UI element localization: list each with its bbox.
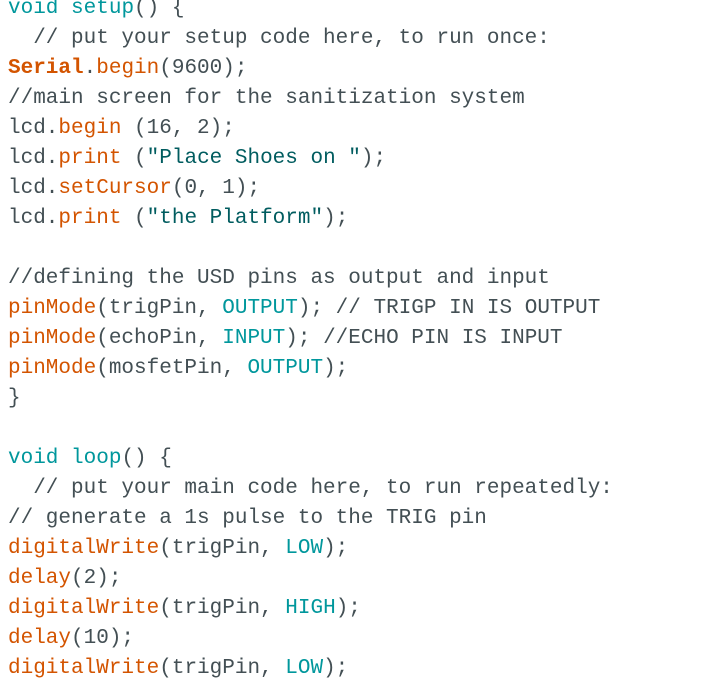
code-token-cmt: // put your main code here, to run repea… xyxy=(8,477,613,500)
code-token-cmt: //defining the USD pins as output and in… xyxy=(8,267,550,290)
code-token-txt: ( xyxy=(121,147,147,170)
code-line: digitalWrite(trigPin, HIGH); xyxy=(8,594,613,624)
code-text-area[interactable]: void setup() { // put your setup code he… xyxy=(8,0,613,682)
code-token-fn: begin xyxy=(96,57,160,80)
code-token-fn: delay xyxy=(8,567,72,590)
code-token-const: HIGH xyxy=(285,597,336,620)
code-token-fn: pinMode xyxy=(8,297,97,320)
code-token-txt: (0, 1); xyxy=(171,177,261,200)
code-token-cls: Serial xyxy=(8,57,84,80)
code-token-kw: void xyxy=(8,447,59,470)
code-token-kw: void xyxy=(8,0,59,20)
code-token-txt: ); // TRIGP IN IS OUTPUT xyxy=(297,297,601,320)
code-line: pinMode(trigPin, OUTPUT); // TRIGP IN IS… xyxy=(8,294,613,324)
code-line: digitalWrite(trigPin, LOW); xyxy=(8,654,613,682)
code-token-const: OUTPUT xyxy=(247,357,324,380)
code-line: lcd.print ("the Platform"); xyxy=(8,204,613,234)
code-token-str: "Place Shoes on " xyxy=(146,147,361,170)
code-line: // put your setup code here, to run once… xyxy=(8,24,613,54)
code-token-txt: (mosfetPin, xyxy=(96,357,248,380)
code-token-const: OUTPUT xyxy=(222,297,298,320)
code-line: Serial.begin(9600); xyxy=(8,54,613,84)
code-token-txt: } xyxy=(8,387,21,410)
code-token-txt: (16, 2); xyxy=(121,117,235,140)
code-line: // generate a 1s pulse to the TRIG pin xyxy=(8,504,613,534)
code-token-txt xyxy=(58,0,71,20)
code-token-txt: (echoPin, xyxy=(96,327,223,350)
code-token-txt: . xyxy=(83,57,97,80)
code-line: digitalWrite(trigPin, LOW); xyxy=(8,534,613,564)
code-token-txt: ); xyxy=(360,147,387,170)
code-token-txt: ( xyxy=(121,207,147,230)
code-token-txt: ); xyxy=(323,207,349,230)
code-line: lcd.print ("Place Shoes on "); xyxy=(8,144,613,174)
code-token-cmt: // put your setup code here, to run once… xyxy=(8,27,550,50)
code-token-txt: () { xyxy=(121,447,172,470)
code-token-fn: print xyxy=(58,207,122,230)
code-token-txt: ); xyxy=(323,357,349,380)
code-line: void setup() { xyxy=(8,0,613,24)
code-token-cmt: //main screen for the sanitization syste… xyxy=(8,87,525,110)
code-token-const: LOW xyxy=(285,657,324,680)
code-token-txt: (trigPin, xyxy=(159,657,286,680)
code-token-txt: (9600); xyxy=(159,57,248,80)
code-token-txt: ); xyxy=(323,537,349,560)
code-token-txt: (trigPin, xyxy=(96,297,223,320)
code-token-txt: lcd. xyxy=(8,117,59,140)
code-token-txt xyxy=(58,447,71,470)
code-token-fn: pinMode xyxy=(8,327,97,350)
code-token-cmt: // generate a 1s pulse to the TRIG pin xyxy=(8,507,487,530)
code-token-txt: lcd. xyxy=(8,147,59,170)
code-line: lcd.setCursor(0, 1); xyxy=(8,174,613,204)
code-line: void loop() { xyxy=(8,444,613,474)
code-token-txt: ); xyxy=(335,597,361,620)
code-token-txt: lcd. xyxy=(8,207,59,230)
code-token-fn: setCursor xyxy=(58,177,172,200)
code-token-txt: (trigPin, xyxy=(159,537,286,560)
code-line: // put your main code here, to run repea… xyxy=(8,474,613,504)
code-token-fn: begin xyxy=(58,117,122,140)
code-token-txt: (trigPin, xyxy=(159,597,286,620)
code-token-const: LOW xyxy=(285,537,324,560)
code-line xyxy=(8,414,613,444)
code-token-fn: digitalWrite xyxy=(8,537,160,560)
code-token-kw: loop xyxy=(71,447,122,470)
code-token-txt: ); //ECHO PIN IS INPUT xyxy=(285,327,563,350)
code-line: } xyxy=(8,384,613,414)
code-token-txt: (10); xyxy=(71,627,135,650)
code-line: delay(10); xyxy=(8,624,613,654)
code-line xyxy=(8,234,613,264)
code-line: //defining the USD pins as output and in… xyxy=(8,264,613,294)
code-token-const: INPUT xyxy=(222,327,286,350)
code-token-txt: ); xyxy=(323,657,349,680)
code-token-fn: digitalWrite xyxy=(8,657,160,680)
code-token-str: "the Platform" xyxy=(146,207,324,230)
code-token-txt: lcd. xyxy=(8,177,59,200)
code-token-fn: delay xyxy=(8,627,72,650)
code-token-kw: setup xyxy=(71,0,135,20)
code-token-txt: () { xyxy=(134,0,185,20)
code-line: //main screen for the sanitization syste… xyxy=(8,84,613,114)
code-token-fn: pinMode xyxy=(8,357,97,380)
code-line: lcd.begin (16, 2); xyxy=(8,114,613,144)
code-line: pinMode(echoPin, INPUT); //ECHO PIN IS I… xyxy=(8,324,613,354)
code-line: pinMode(mosfetPin, OUTPUT); xyxy=(8,354,613,384)
code-token-txt: (2); xyxy=(71,567,122,590)
code-line: delay(2); xyxy=(8,564,613,594)
code-token-fn: digitalWrite xyxy=(8,597,160,620)
code-token-fn: print xyxy=(58,147,122,170)
